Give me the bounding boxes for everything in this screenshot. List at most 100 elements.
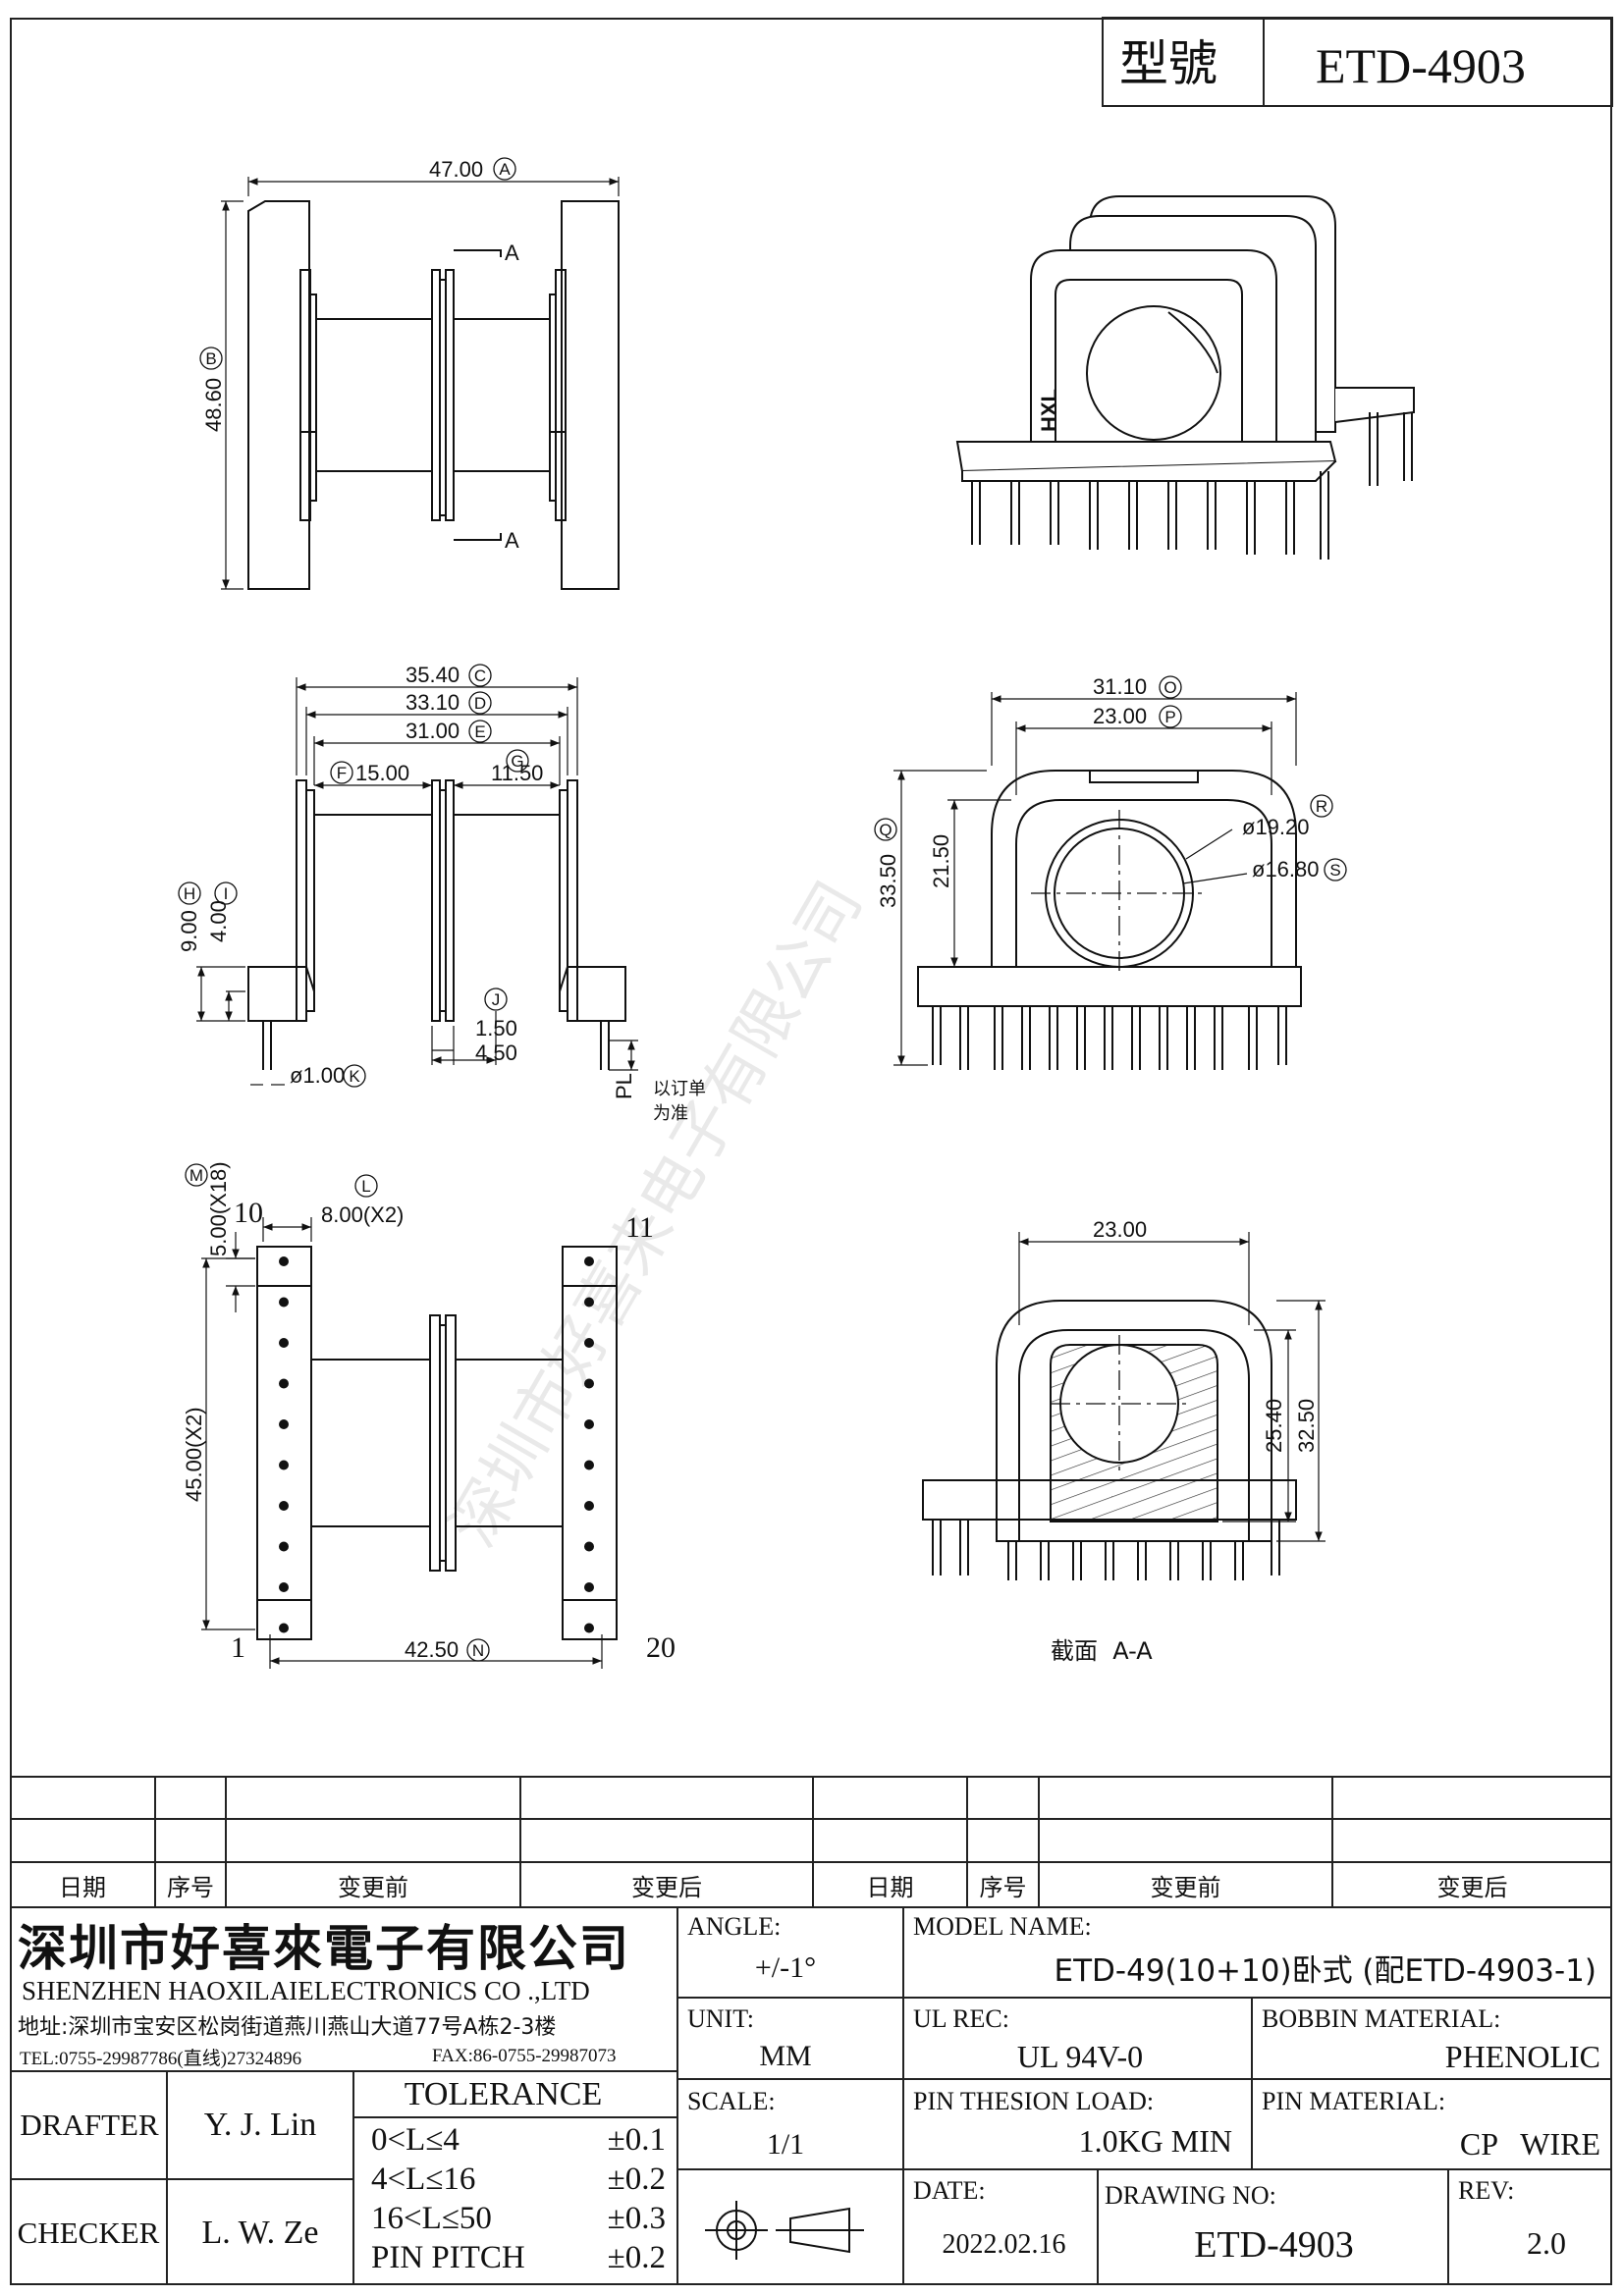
dim-height: 48.60 (201, 378, 226, 432)
ref-p: P (1164, 708, 1175, 726)
tolerance-range: PIN PITCH (371, 2239, 525, 2275)
dim-n: 42.50 (405, 1637, 459, 1662)
pin-hole (279, 1460, 289, 1470)
ref-k: K (349, 1067, 360, 1086)
tolerance-value: ±0.2 (607, 2239, 666, 2275)
date-value: 2022.02.16 (942, 2229, 1066, 2260)
pin-hole (279, 1378, 289, 1389)
dim-g: 11.50 (491, 761, 543, 785)
pin-material-label: PIN MATERIAL: (1262, 2087, 1446, 2115)
pin-label-20: 20 (646, 1631, 676, 1664)
drafter-value: Y. J. Lin (203, 2107, 317, 2143)
pin-hole (584, 1623, 594, 1633)
angle-label: ANGLE: (687, 1912, 782, 1941)
ref-s: S (1329, 861, 1340, 880)
pin-hole (584, 1419, 594, 1429)
ref-a: A (499, 160, 511, 179)
company-tel: TEL:0755-29987786(直线)27324896 (20, 2048, 302, 2069)
side-view (196, 677, 638, 1086)
pin-holes (279, 1256, 594, 1633)
top-view (221, 177, 620, 590)
ref-j: J (492, 990, 501, 1009)
dim-h: 9.00 (177, 910, 201, 952)
scale-label: SCALE: (687, 2087, 776, 2115)
section-inner-h: 25.40 (1262, 1399, 1286, 1453)
model-label: 型號 (1119, 35, 1217, 92)
ref-d: D (474, 694, 486, 713)
pin-hole (279, 1338, 289, 1348)
company-fax: FAX:86-0755-29987073 (432, 2046, 617, 2066)
rev-value: 2.0 (1527, 2224, 1566, 2261)
pin-label-10: 10 (234, 1197, 263, 1229)
dim-inner-h: 21.50 (929, 834, 953, 888)
unit-value: MM (759, 2040, 812, 2072)
company-name-en: SHENZHEN HAOXILAIELECTRONICS CO .,LTD (22, 1975, 590, 2005)
pin-label-11: 11 (625, 1211, 654, 1244)
dim-i: 4.00 (206, 900, 231, 942)
rev-header-before-2: 变更前 (1150, 1873, 1221, 1901)
checker-label: CHECKER (17, 2216, 160, 2250)
pin-load-label: PIN THESION LOAD: (913, 2087, 1155, 2115)
bobbin-material-value: PHENOLIC (1444, 2038, 1600, 2074)
pin-hole (584, 1501, 594, 1511)
section-width: 23.00 (1093, 1217, 1147, 1242)
dim-k: 4.50 (475, 1041, 517, 1065)
pin-hole (279, 1623, 289, 1633)
pin-label-1: 1 (231, 1631, 245, 1664)
tolerance-value: ±0.3 (607, 2200, 666, 2236)
pin-hole (584, 1378, 594, 1389)
dim-d: 33.10 (406, 690, 460, 715)
rev-header-seq-2: 序号 (979, 1873, 1027, 1901)
dim-pitch-v: 45.00(X2) (182, 1407, 206, 1502)
dim-pin-dia: ø1.00 (290, 1063, 345, 1088)
dim-l: 8.00(X2) (321, 1202, 404, 1227)
checker-value: L. W. Ze (201, 2215, 319, 2251)
top-mark-a1: A (505, 240, 519, 265)
pin-hole (279, 1501, 289, 1511)
drawing-frame (10, 18, 1612, 2285)
date-label: DATE: (913, 2176, 986, 2205)
ref-q: Q (879, 821, 892, 839)
section-caption: 截面 A-A (1051, 1637, 1153, 1665)
rev-header-before-1: 变更前 (338, 1873, 408, 1901)
section-view (922, 1232, 1325, 1580)
pin-hole (584, 1256, 594, 1266)
tolerance-row: 0<L≤4±0.1 (371, 2120, 666, 2160)
ref-r: R (1316, 797, 1327, 816)
tolerance-title: TOLERANCE (404, 2076, 603, 2112)
ref-m: M (189, 1166, 203, 1185)
pin-material-value: CP WIRE (1459, 2125, 1600, 2162)
tolerance-range: 4<L≤16 (371, 2161, 476, 2197)
pl-note-2: 为准 (653, 1103, 688, 1124)
pin-hole (584, 1297, 594, 1308)
front-view (893, 692, 1302, 1070)
dim-c: 35.40 (406, 663, 460, 687)
dim-s: ø16.80 (1252, 857, 1320, 881)
dim-o: 31.10 (1093, 674, 1147, 699)
pin-hole (279, 1582, 289, 1592)
ref-n: N (472, 1641, 484, 1660)
section-outer-h: 32.50 (1294, 1399, 1319, 1453)
model-name-label: MODEL NAME: (913, 1912, 1092, 1941)
tolerance-value: ±0.2 (607, 2161, 666, 2197)
ul-value: UL 94V-0 (1016, 2038, 1144, 2074)
angle-value: +/-1° (754, 1951, 817, 1984)
pin-hole (279, 1297, 289, 1308)
pin-hole (584, 1541, 594, 1552)
ref-o: O (1163, 678, 1176, 697)
scale-value: 1/1 (766, 2128, 805, 2161)
dim-m: 5.00(X18) (206, 1161, 231, 1256)
model-header: 型號 ETD-4903 (1102, 17, 1613, 107)
pin-hole (584, 1338, 594, 1348)
ul-label: UL REC: (913, 2004, 1009, 2033)
projection-symbol (705, 2201, 864, 2260)
ref-h: H (184, 884, 195, 903)
tolerance-range: 0<L≤4 (371, 2121, 460, 2158)
rev-header-after-2: 变更后 (1436, 1873, 1508, 1901)
ref-c: C (474, 667, 486, 685)
tolerance-range: 16<L≤50 (371, 2200, 492, 2236)
bottom-view (201, 1217, 618, 1669)
